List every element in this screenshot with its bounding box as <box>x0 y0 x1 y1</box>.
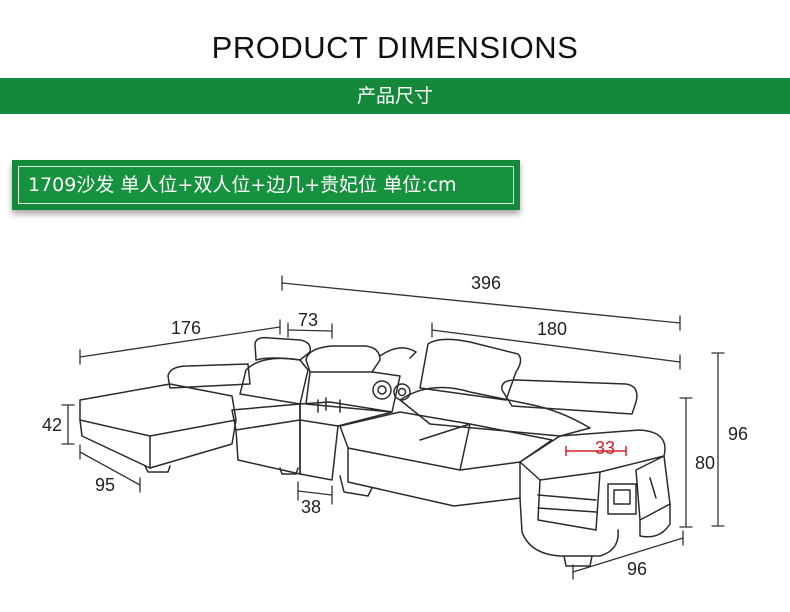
page-title: PRODUCT DIMENSIONS <box>211 30 579 65</box>
dim-line-total-length <box>281 275 681 331</box>
label-seat-height: 42 <box>42 415 62 435</box>
label-seat-depth: 96 <box>627 559 647 579</box>
label-armrest-height: 80 <box>695 453 715 473</box>
dim-line-back-height <box>711 352 725 527</box>
dim-line-chaise-width <box>79 444 141 493</box>
subtitle-banner: 产品尺寸 <box>0 78 790 114</box>
subtitle-text: 产品尺寸 <box>356 85 433 107</box>
label-double-seat-length: 180 <box>537 319 567 339</box>
label-console-width: 73 <box>298 310 318 330</box>
arm-width-marker <box>565 446 627 456</box>
spec-label-box: 1709沙发 单人位+双人位+边几+贵妃位 单位:cm <box>12 160 520 210</box>
dim-line-armrest-height <box>679 397 693 528</box>
label-chaise-width: 95 <box>95 475 115 495</box>
spec-label-inner: 1709沙发 单人位+双人位+边几+贵妃位 单位:cm <box>18 166 514 204</box>
label-chaise-length: 176 <box>171 318 201 338</box>
dim-line-double-seat <box>431 322 681 370</box>
label-back-height: 96 <box>728 424 748 444</box>
dim-line-console-width <box>287 322 333 339</box>
dim-line-seat-height <box>61 404 75 445</box>
dim-line-console-depth <box>297 481 333 505</box>
label-total-length: 396 <box>471 273 501 293</box>
spec-text: 1709沙发 单人位+双人位+边几+贵妃位 单位:cm <box>28 174 457 196</box>
sofa-outline <box>79 336 671 567</box>
label-console-depth: 38 <box>301 497 321 517</box>
dim-line-seat-depth <box>572 530 684 580</box>
label-arm-width: 33 <box>595 438 615 458</box>
dim-line-chaise-length <box>79 319 281 365</box>
